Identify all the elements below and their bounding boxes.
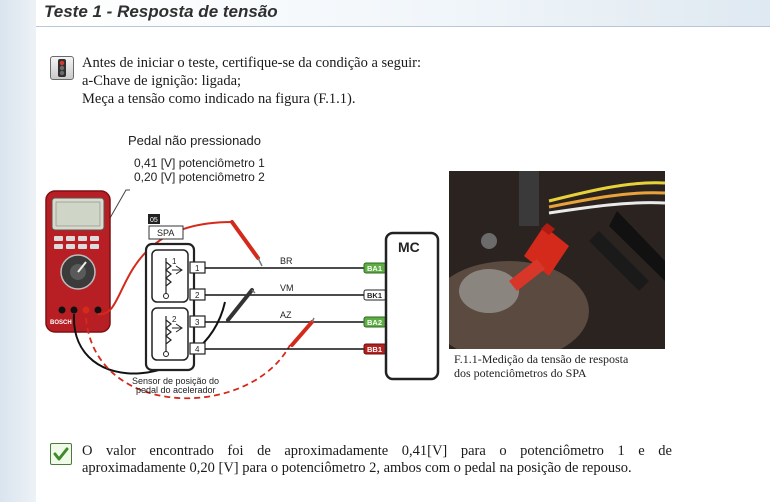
result-word: para	[460, 443, 486, 459]
result-word: O	[82, 443, 93, 459]
black-lead	[72, 301, 226, 375]
figure-caption-line-1: F.1.1-Medição da tensão de resposta	[454, 352, 629, 366]
header-band	[36, 0, 770, 27]
sensor-caption-line-2: pedal do acelerador	[136, 385, 216, 395]
pin-2-label: 2	[195, 291, 200, 300]
dashed-red-lead	[85, 317, 291, 400]
wire-label-vm: VM	[280, 283, 294, 293]
spa-sensor: 05 SPA 1 2	[144, 214, 196, 372]
intro-line-1: Antes de iniciar o teste, certifique-se …	[82, 55, 422, 71]
result-word: potenciômetro	[520, 443, 604, 459]
multimeter: BOSCH	[45, 190, 111, 333]
pedal-state-title: Pedal não pressionado	[128, 133, 261, 148]
figure-caption-line-2: dos potenciômetros do SPA	[454, 366, 587, 380]
red-lead	[97, 221, 233, 316]
section-title: Teste 1 - Resposta de tensão	[44, 2, 278, 21]
intro-line-3: Meça a tensão como indicado na figura (F…	[82, 91, 356, 107]
terminal-ba2-label: BA2	[367, 318, 382, 327]
terminal-ba1-label: BA1	[367, 264, 382, 273]
wire-label-br: BR	[280, 256, 293, 266]
result-line-2: aproximadamente 0,20 [V] para o potenciô…	[82, 460, 632, 476]
result-word: 1	[617, 443, 625, 459]
result-word: de	[257, 443, 271, 459]
result-line-1: O valor encontrado foi de aproximadament…	[82, 443, 672, 460]
result-word: 0,41[V]	[401, 443, 448, 459]
multimeter-brand: BOSCH	[50, 320, 72, 326]
pin-4-label: 4	[195, 345, 200, 354]
reading-callout-line	[109, 189, 130, 219]
pot-mark-1: 1	[172, 257, 177, 266]
wire-label-az: AZ	[280, 310, 292, 320]
reading-pot-1: 0,41 [V] potenciômetro 1	[134, 156, 265, 170]
pin-1-label: 1	[195, 264, 200, 273]
intro-text: Antes de iniciar o teste, certifique-se …	[82, 54, 421, 108]
spa-tag: 05	[150, 217, 158, 224]
result-text: O valor encontrado foi de aproximadament…	[82, 443, 672, 477]
spa-label: SPA	[157, 228, 174, 238]
reading-pot-2: 0,20 [V] potenciômetro 2	[134, 170, 265, 184]
sensor-caption-line-1: Sensor de posição do	[132, 376, 219, 386]
left-margin-strip	[0, 0, 36, 502]
result-word: valor	[106, 443, 136, 459]
result-word: encontrado	[149, 443, 214, 459]
engine-photo	[449, 171, 665, 349]
pot-mark-2: 2	[172, 315, 177, 324]
red-probe-1	[230, 220, 263, 267]
pin-3-label: 3	[195, 318, 200, 327]
result-word: foi	[227, 443, 244, 459]
result-word: de	[658, 443, 672, 459]
mc-label: MC	[398, 239, 420, 255]
result-word: o	[499, 443, 507, 459]
figure-caption: F.1.1-Medição da tensão de resposta dos …	[454, 352, 628, 380]
terminal-bb1-label: BB1	[367, 345, 382, 354]
result-word: e	[638, 443, 645, 459]
checkmark-icon	[50, 443, 72, 465]
mc-module: MC	[384, 231, 440, 381]
traffic-light-icon	[50, 56, 74, 80]
red-probe-2	[290, 317, 315, 347]
intro-line-2: a-Chave de ignição: ligada;	[82, 73, 242, 89]
terminal-bk1-label: BK1	[367, 291, 382, 300]
black-probe	[226, 288, 256, 322]
result-word: aproximadamente	[284, 443, 389, 459]
